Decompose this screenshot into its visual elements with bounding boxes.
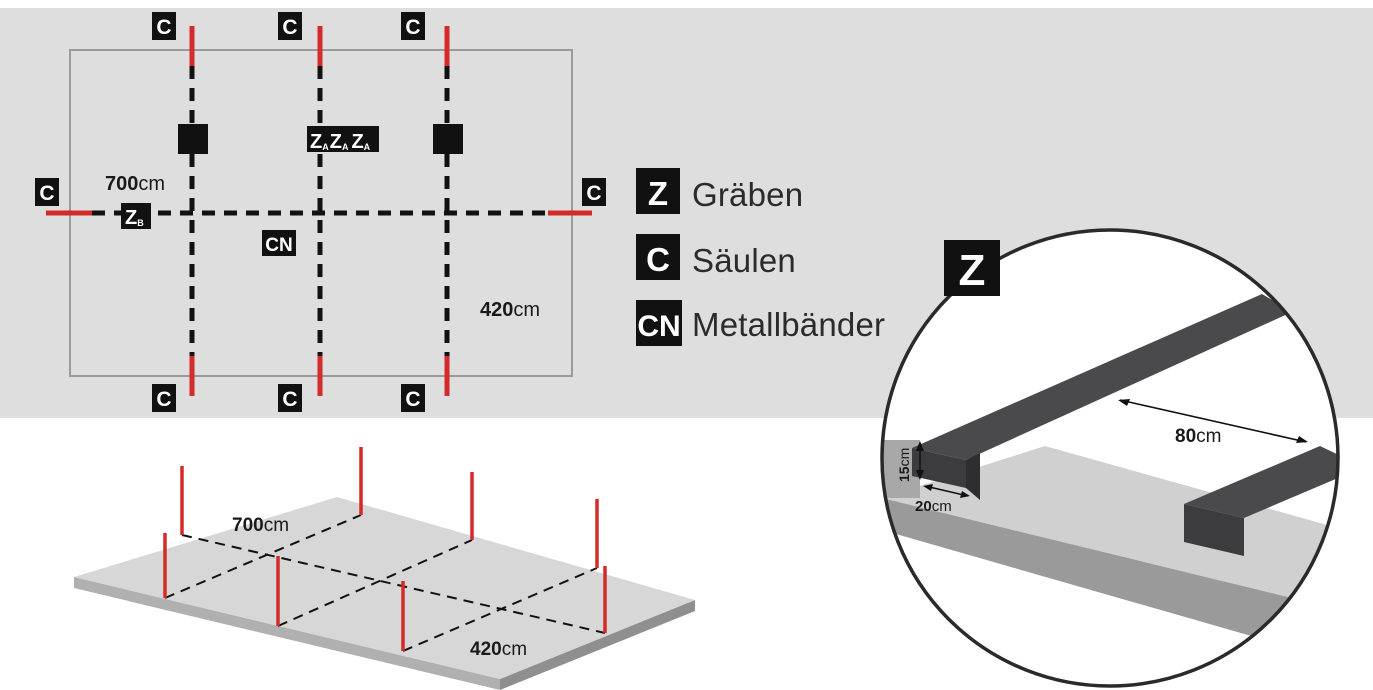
persp-depth-label: 420cm [470,639,527,660]
svg-text:C: C [405,16,420,39]
column-badge-left: C [35,178,59,206]
svg-text:CN: CN [265,235,292,256]
detail-circle-outline [880,228,1340,688]
persp-trench-4 [402,567,598,652]
svg-text:C: C [156,16,171,39]
detail-height-label: 15cm [896,448,912,482]
persp-trench-1 [181,534,606,634]
column-badge-bottom-2: C [278,384,302,412]
legend-c-badge [636,234,680,280]
trench-badge-zb: ZB [121,203,151,229]
detail-slab-front-face [882,498,1338,650]
footing-pad-right [433,124,463,154]
persp-width-label: 700cm [232,515,289,536]
perspective-view: 700cm 420cm [74,447,695,690]
svg-text:ZB: ZB [125,207,144,229]
legend-item-graeben: Z Gräben [636,168,803,214]
plan-depth-label: 420cm [480,299,540,321]
svg-text:Z: Z [959,246,986,295]
detail-spacing-label: 80cm [1175,426,1221,447]
svg-text:CN: CN [637,310,680,343]
detail-slab-left-face [882,440,920,498]
persp-trench-3 [277,539,473,627]
column-badge-bottom-1: C [152,384,176,412]
legend-z-badge [636,168,680,214]
svg-text:C: C [586,182,601,205]
spacing-arrow [1119,399,1307,443]
width-arrow [924,485,969,497]
detail-trench-width-label: 20cm [915,498,952,515]
detail-z-badge: Z [944,240,1000,296]
detail-slab-top [882,446,1338,600]
slab-top [74,497,695,679]
column-badge-top-2: C [278,12,302,40]
footing-pad-left [178,124,208,154]
legend-item-saeulen: C Säulen [636,234,796,280]
column-badge-bottom-3: C [401,384,425,412]
legend-item-metallbaender: CN Metallbänder [636,300,885,346]
svg-text:C: C [405,388,420,411]
svg-text:C: C [646,241,670,278]
legend: Z Gräben C Säulen CN Metallbänder [636,168,885,346]
legend-cn-label: Metallbänder [692,306,885,343]
slab-front-edge [74,577,500,690]
plan-width-label: 700cm [105,173,165,195]
legend-cn-badge [636,300,682,346]
svg-text:C: C [156,388,171,411]
column-badge-right: C [582,178,606,206]
legend-z-label: Gräben [692,176,803,213]
legend-c-label: Säulen [692,242,796,279]
detail-trench-1-slot [966,453,980,500]
detail-trench-1-front [912,448,966,488]
svg-text:C: C [282,16,297,39]
slab-side-edge [500,600,695,690]
trench-detail: 80cm 15cm 20cm Z [880,228,1340,688]
persp-trench-2 [164,514,362,599]
detail-trench-2-top [1184,446,1338,518]
column-badge-top-1: C [152,12,176,40]
detail-trench-2-front [1184,504,1244,556]
svg-text:C: C [39,182,54,205]
svg-text:C: C [282,388,297,411]
svg-text:Z: Z [648,175,668,212]
column-badge-top-3: C [401,12,425,40]
detail-trench-1-top [912,294,1292,460]
strap-badge-cn: CN [262,230,296,256]
